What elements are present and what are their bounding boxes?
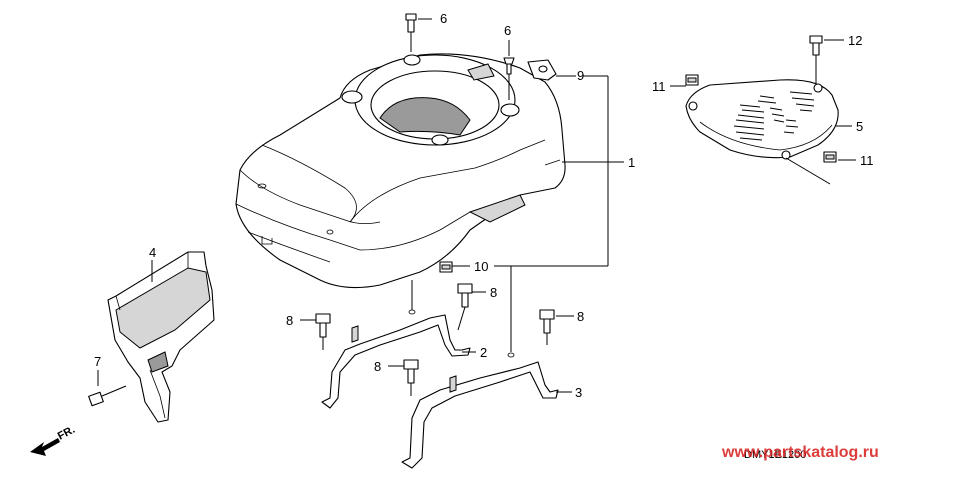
arrow-icon bbox=[30, 438, 60, 456]
bolt-6-top-left bbox=[405, 13, 417, 52]
callout-3: 3 bbox=[575, 385, 582, 400]
callout-11: 11 bbox=[860, 153, 874, 168]
direction-label: FR. bbox=[56, 424, 77, 443]
callout-5: 5 bbox=[856, 119, 863, 134]
leader-lines bbox=[97, 18, 856, 393]
callout-8: 8 bbox=[577, 309, 584, 324]
callout-6: 6 bbox=[440, 11, 447, 26]
callout-8: 8 bbox=[286, 313, 293, 328]
front-direction-arrow: FR. bbox=[30, 424, 77, 456]
diagram-code: DMY1E1200 bbox=[744, 449, 806, 461]
callout-8: 8 bbox=[374, 359, 381, 374]
clip-9 bbox=[527, 59, 557, 81]
bolt-8-c bbox=[539, 309, 555, 345]
bracket-2 bbox=[321, 280, 471, 409]
fan-shroud bbox=[235, 53, 566, 289]
nut-10 bbox=[439, 261, 453, 273]
callout-11: 11 bbox=[652, 79, 666, 94]
bolt-12 bbox=[809, 35, 823, 84]
callout-4: 4 bbox=[149, 245, 156, 260]
bolt-8-b bbox=[315, 313, 331, 350]
bolt-8-a bbox=[457, 283, 473, 331]
callout-7: 7 bbox=[94, 354, 101, 369]
bolt-6-top-right bbox=[503, 57, 515, 100]
bolt-8-d bbox=[403, 359, 419, 396]
callout-1: 1 bbox=[628, 155, 635, 170]
side-guard-4 bbox=[107, 251, 215, 423]
nut-11-top bbox=[685, 74, 699, 86]
bracket-3 bbox=[401, 266, 559, 469]
watermark: www.partskatalog.ru bbox=[721, 444, 879, 461]
callout-10: 10 bbox=[474, 259, 488, 274]
callout-8: 8 bbox=[490, 285, 497, 300]
nut-11-bottom bbox=[823, 151, 837, 163]
bolt-7 bbox=[88, 385, 127, 407]
callout-6: 6 bbox=[504, 23, 511, 38]
callout-9: 9 bbox=[577, 68, 584, 83]
callout-2: 2 bbox=[480, 345, 487, 360]
cover-plate-5 bbox=[685, 79, 839, 185]
callout-labels: 6 6 9 12 11 5 11 1 4 10 8 8 8 8 2 3 7 bbox=[94, 11, 874, 400]
callout-12: 12 bbox=[848, 33, 862, 48]
